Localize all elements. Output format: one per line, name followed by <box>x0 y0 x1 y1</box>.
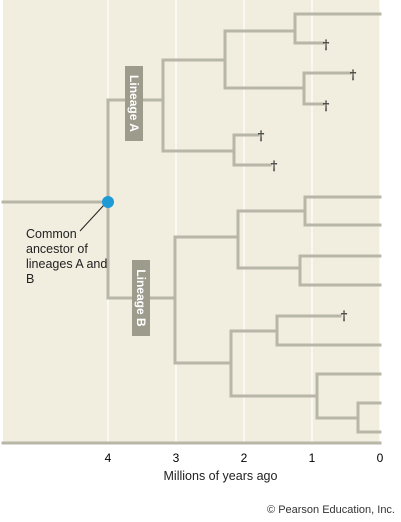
lineage-a-label-text: Lineage A <box>127 75 141 132</box>
extinct-marker-2: † <box>323 99 330 114</box>
extinct-marker-3: † <box>258 129 265 144</box>
x-tick-0: 0 <box>376 451 384 465</box>
extinct-marker-4: † <box>271 159 278 174</box>
x-tick-3: 3 <box>172 451 180 465</box>
x-tick-2: 2 <box>240 451 248 465</box>
ancestor-label: Common ancestor of lineages A and B <box>26 227 108 286</box>
copyright-credit: © Pearson Education, Inc. <box>267 504 395 516</box>
x-tick-4: 4 <box>104 451 112 465</box>
extinct-marker-5: † <box>341 309 348 324</box>
common-ancestor-node <box>102 196 114 208</box>
lineage-b-label-text: Lineage B <box>134 269 148 327</box>
ancestor-leader-line <box>79 204 105 232</box>
lineage-b-label-box <box>132 260 150 336</box>
x-axis-title: Millions of years ago <box>163 469 278 483</box>
lineage-a-label-box <box>125 66 143 141</box>
x-tick-1: 1 <box>308 451 316 465</box>
extinct-marker-0: † <box>323 38 330 53</box>
extinct-marker-1: † <box>350 68 357 83</box>
